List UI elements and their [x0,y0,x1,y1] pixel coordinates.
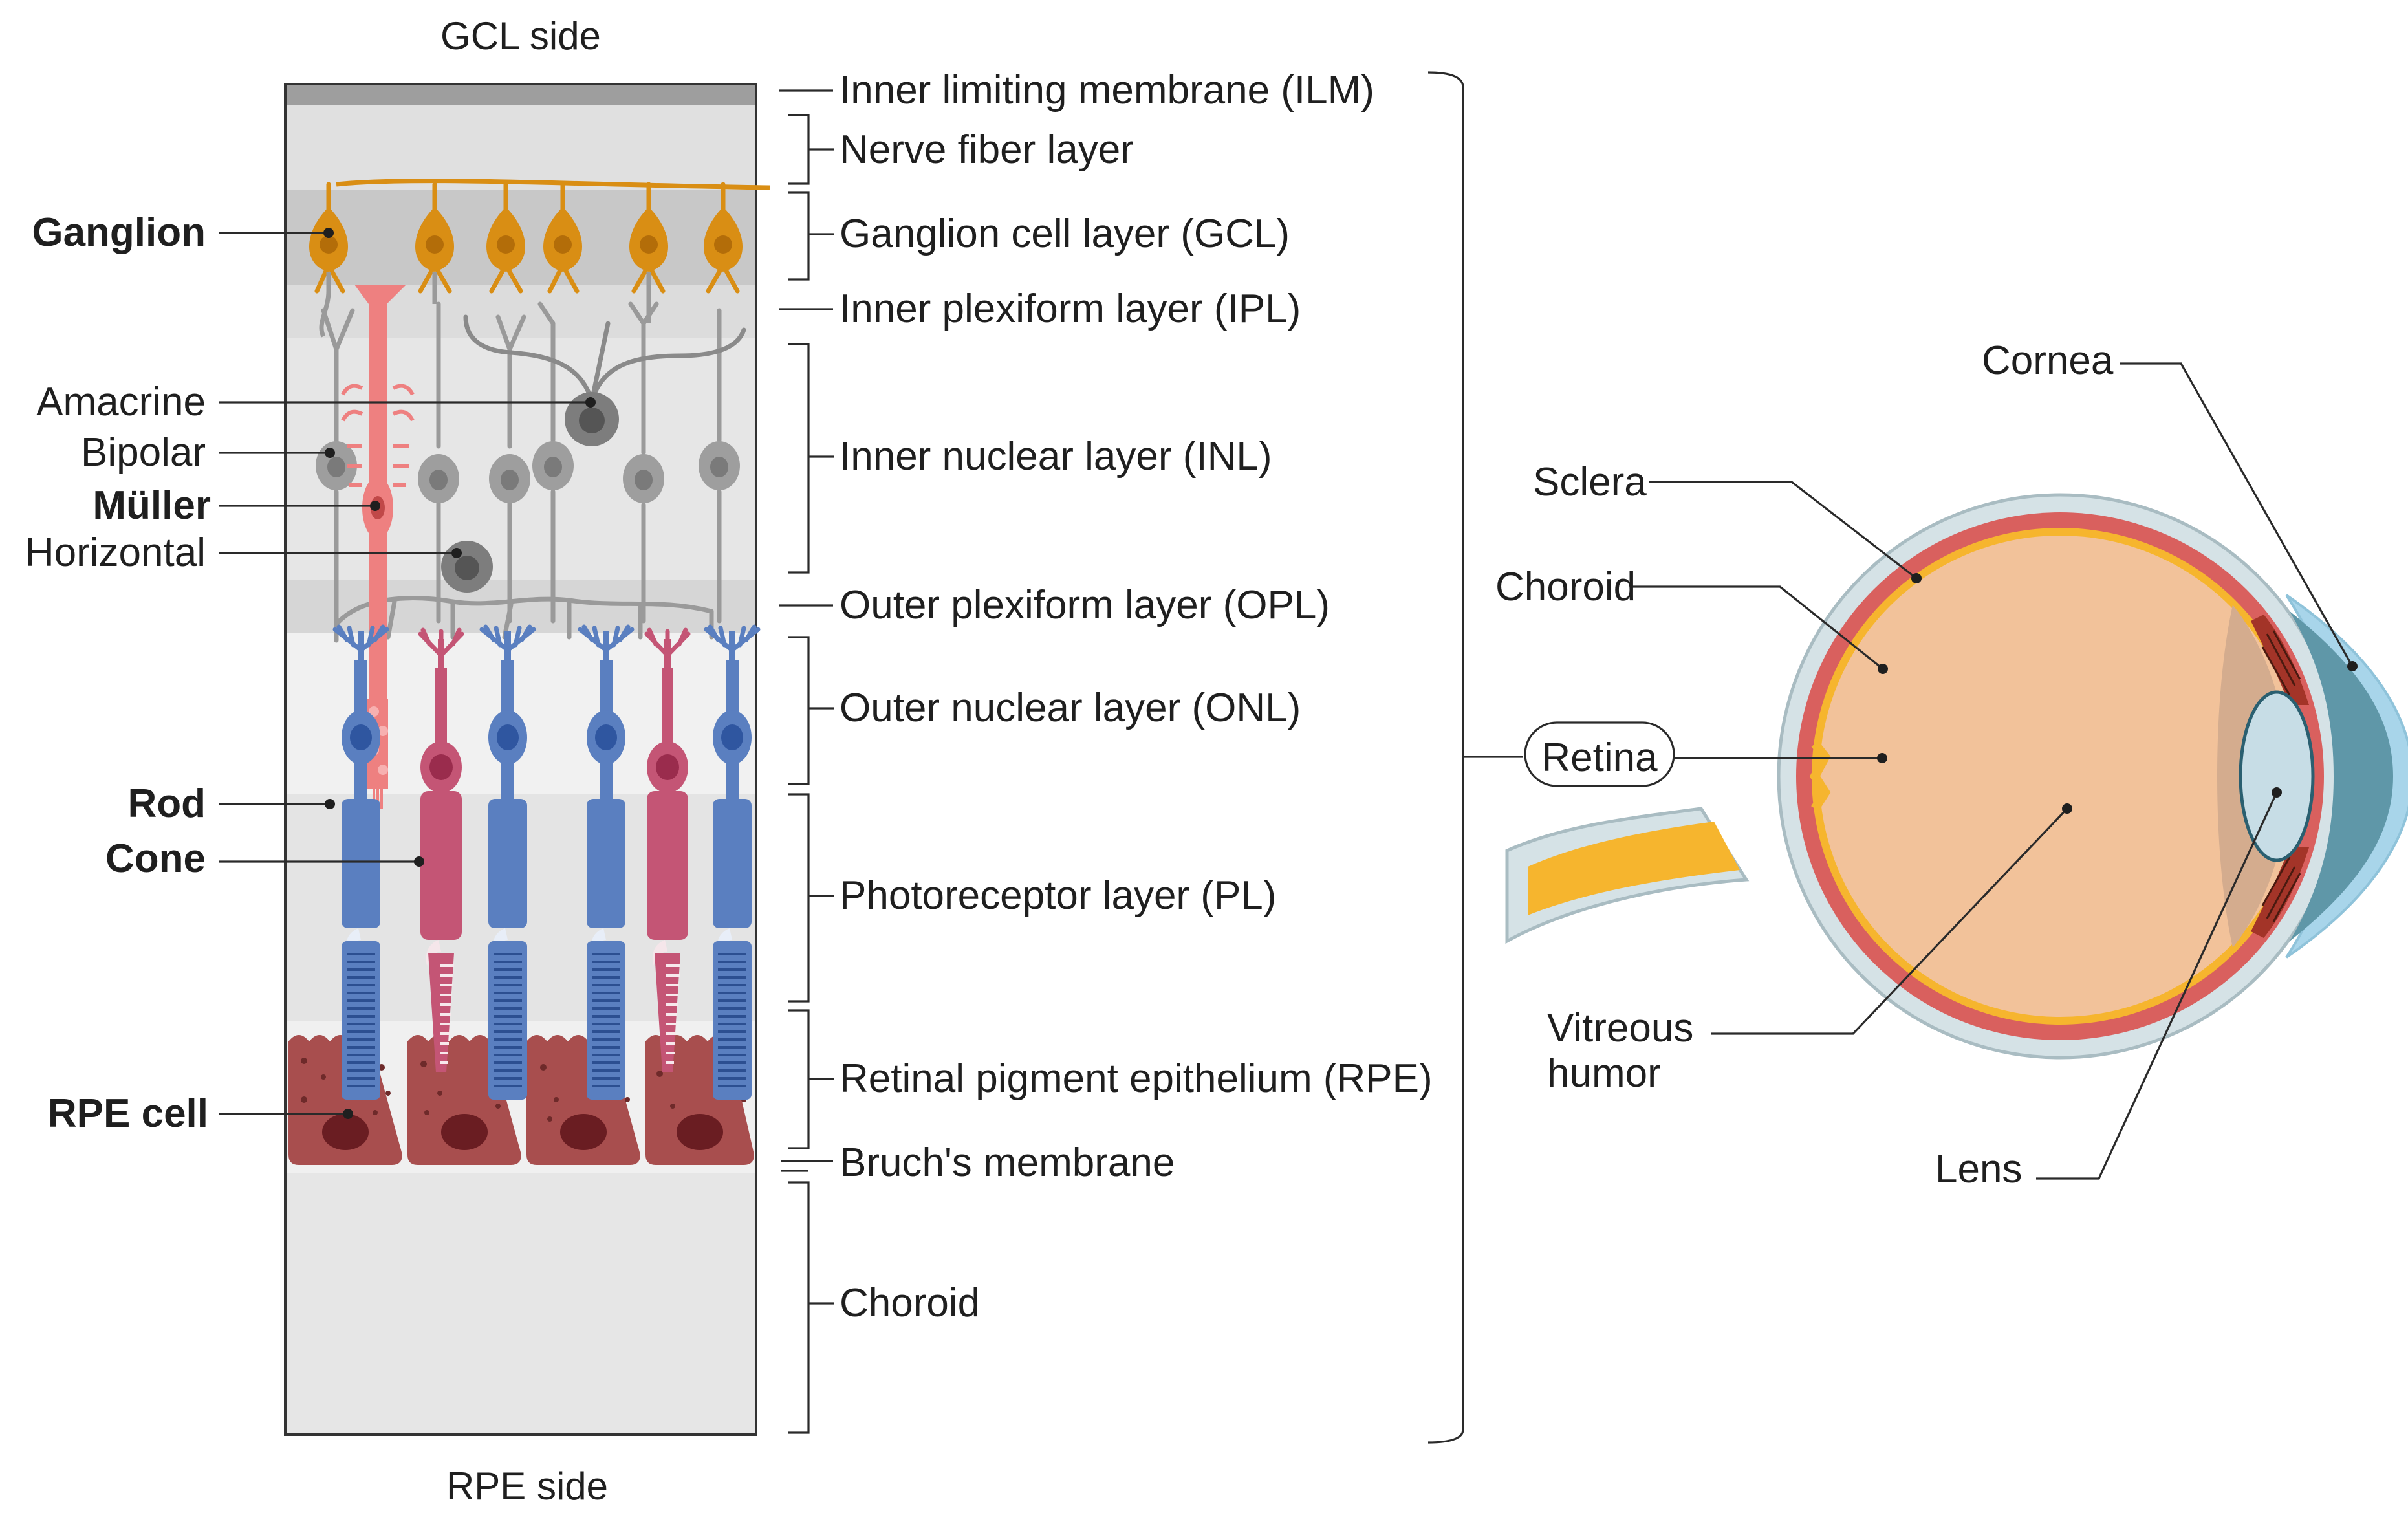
onl-label: Outer nuclear layer (ONL) [840,686,1301,730]
pl-label: Photoreceptor layer (PL) [840,873,1276,918]
cornea-label: Cornea [1982,338,2114,383]
gcl-side-label: GCL side [440,14,601,58]
rod-label: Rod [127,781,206,826]
ganglion-cells [309,179,770,338]
retina-label: Retina [1541,735,1658,780]
choroid-layer-label: Choroid [840,1281,980,1325]
ipl-label: Inner plexiform layer (IPL) [840,287,1301,331]
lens-label: Lens [1935,1147,2022,1192]
muller-label: Müller [92,483,211,528]
rpe-layer-label: Retinal pigment epithelium (RPE) [840,1056,1433,1101]
horizontal-label: Horizontal [25,530,206,575]
eye-leaders [1630,362,2358,1180]
ilm-label: Inner limiting membrane (ILM) [840,68,1374,113]
sclera-label: Sclera [1533,460,1647,505]
bruch-label: Bruch's membrane [840,1140,1175,1185]
horizontal-cell [441,541,493,593]
bipolar-label: Bipolar [81,430,206,475]
bipolar-cells [316,301,740,627]
inl-label: Inner nuclear layer (INL) [840,434,1272,479]
amacrine-label: Amacrine [36,380,206,424]
eye-choroid-label: Choroid [1495,565,1636,609]
nfl-label: Nerve fiber layer [840,127,1134,172]
vitreous-label-line2: humor [1547,1051,1661,1096]
retina-pill [1524,721,1675,787]
vitreous-label-line1: Vitreous [1547,1006,1693,1050]
retina-column [219,83,770,1436]
gcl-label: Ganglion cell layer (GCL) [840,212,1290,256]
ganglion-label: Ganglion [32,210,206,255]
eyeball [1505,493,2408,1060]
layer-brackets [779,71,1523,1444]
rpe-side-label: RPE side [446,1464,608,1508]
rpe-cell-label: RPE cell [48,1091,208,1136]
amacrine-cell [463,314,746,446]
cone-label: Cone [105,836,206,881]
cell-leaders [219,228,596,1119]
opl-label: Outer plexiform layer (OPL) [840,583,1330,627]
